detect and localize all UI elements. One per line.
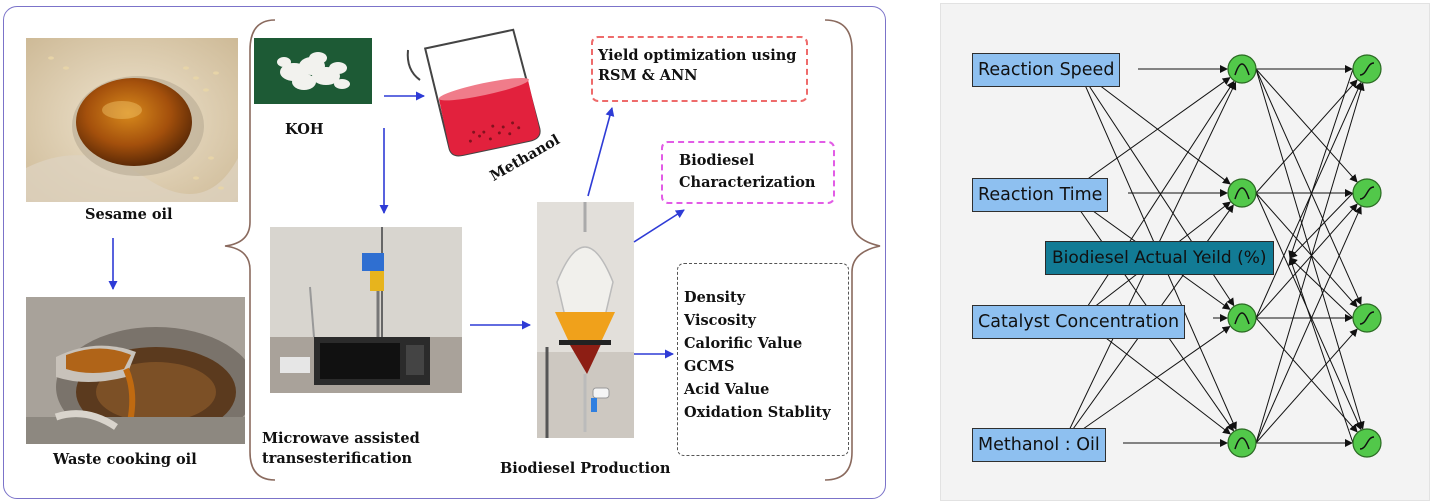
output-neuron-icon [1352, 54, 1382, 84]
ann-edge-hidden-output [1255, 192, 1358, 308]
arrow-production-to-characterization [633, 209, 685, 243]
input-methanol-oil: Methanol : Oil [972, 428, 1106, 462]
sesame-oil-label: Sesame oil [85, 206, 173, 223]
ann-edge-input-hidden [1062, 326, 1231, 444]
property-item: Oxidation Stablity [684, 404, 831, 421]
property-item: GCMS [684, 358, 735, 375]
characterization-line-1: Biodiesel [679, 152, 755, 169]
ann-edge-hidden-output [1255, 81, 1362, 319]
output-neuron-icon [1352, 428, 1382, 458]
ann-edge-hidden-output [1255, 68, 1358, 183]
property-item: Calorific Value [684, 335, 803, 352]
input-reaction-time: Reaction Time [972, 178, 1109, 212]
property-item: Acid Value [684, 381, 770, 398]
output-neuron-icon [1352, 303, 1382, 333]
ann-edge-input-hidden [1079, 80, 1235, 319]
ann-edge-hidden-output [1255, 205, 1362, 444]
hidden-neuron-icon [1227, 54, 1257, 84]
process-panel [3, 6, 886, 499]
hidden-neuron-icon [1227, 303, 1257, 333]
ann-edge-hidden-output [1255, 317, 1358, 433]
hidden-neuron-icon [1227, 428, 1257, 458]
ann-edge-hidden-output [1255, 203, 1358, 319]
separatory-funnel-photo [537, 202, 634, 438]
arrow-production-to-yield [587, 107, 615, 197]
ann-edge-output-feedback [1288, 257, 1354, 444]
input-catalyst-concentration: Catalyst Concentration [972, 305, 1186, 339]
ann-edge-hidden-output [1255, 68, 1365, 430]
ann-edge-hidden-output [1255, 79, 1358, 194]
biodiesel-production-label: Biodiesel Production [500, 460, 671, 477]
microwave-label-line-1: Microwave assisted [262, 430, 420, 447]
ann-edge-hidden-output [1255, 82, 1365, 444]
ann-edge-input-hidden [1067, 77, 1231, 194]
output-neuron-icon [1352, 178, 1382, 208]
yield-optimization-line-1: Yield optimization using [598, 47, 797, 64]
property-item: Viscosity [684, 312, 756, 329]
left-brace [224, 19, 276, 481]
properties-box: Density Viscosity Calorific Value GCMS A… [677, 263, 849, 456]
input-reaction-speed: Reaction Speed [972, 53, 1121, 87]
microwave-setup-photo [270, 227, 462, 393]
microwave-label-line-2: transesterification [262, 450, 413, 467]
sesame-oil-photo [26, 38, 238, 202]
property-item: Density [684, 289, 746, 306]
right-brace [824, 19, 881, 481]
yield-optimization-line-2: RSM & ANN [598, 67, 698, 84]
waste-cooking-oil-photo [26, 297, 245, 444]
koh-label: KOH [285, 121, 324, 138]
ann-edge-hidden-output [1255, 68, 1362, 306]
ann-edge-output-feedback [1289, 192, 1354, 259]
koh-photo [254, 38, 372, 104]
ann-edge-input-hidden [1077, 68, 1231, 185]
waste-cooking-oil-label: Waste cooking oil [53, 451, 197, 468]
yield-optimization-box: Yield optimization using RSM & ANN [591, 36, 808, 102]
biodiesel-characterization-box: Biodiesel Characterization [661, 141, 835, 204]
ann-edge-output-feedback [1288, 68, 1354, 259]
ann-edge-hidden-output [1255, 328, 1358, 444]
hidden-neuron-icon [1227, 178, 1257, 208]
ann-edge-output-feedback [1289, 257, 1354, 319]
output-biodiesel-yield: Biodiesel Actual Yeild (%) [1045, 241, 1274, 275]
characterization-line-2: Characterization [679, 174, 816, 191]
methanol-beaker-photo [400, 20, 560, 160]
